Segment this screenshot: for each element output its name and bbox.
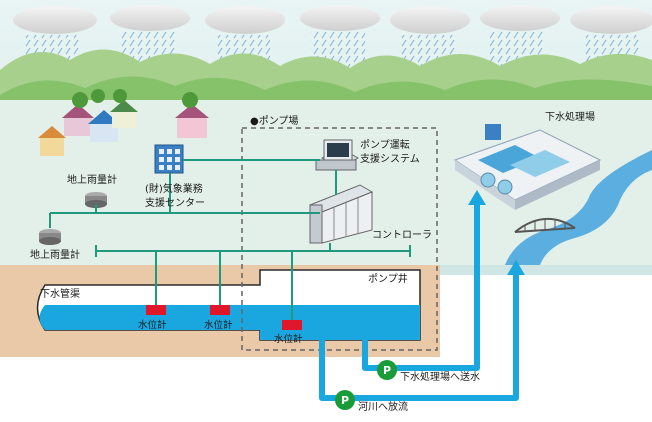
pump-icon-treatment — [377, 360, 397, 380]
weather-center-building — [154, 144, 184, 174]
pump-icon-river — [335, 390, 355, 410]
sewer-pipe-label: 下水管渠 — [40, 289, 80, 300]
water-level-gauge-2 — [210, 305, 230, 315]
treatment-plant — [453, 124, 602, 210]
pump-station-label: ●ポンプ場 — [250, 116, 299, 127]
signal-lines — [49, 159, 411, 320]
discharge-pipes — [319, 205, 519, 401]
rain-gauge-label-top: 地上雨量計 — [67, 175, 117, 186]
treatment-plant-label: 下水処理場 — [545, 112, 595, 123]
clouds — [13, 5, 652, 34]
pump-well-label: ポンプ井 — [368, 274, 408, 285]
weather-center-label-2: 支援センター — [145, 198, 205, 209]
bridge — [514, 217, 576, 233]
to-treatment-label: 下水処理場へ送水 — [400, 372, 480, 383]
houses — [38, 89, 209, 156]
rain-gauge-label-bottom: 地上雨量計 — [30, 250, 80, 261]
controller-label: コントローラ — [372, 230, 432, 241]
arrow-to-river — [507, 260, 525, 275]
river — [505, 150, 652, 265]
pump-symbol-2: P — [341, 394, 349, 407]
controller-cabinet — [308, 184, 374, 244]
level-gauge-label-1: 水位計 — [138, 320, 167, 331]
arrow-to-treatment — [468, 190, 486, 205]
pump-symbol-1: P — [383, 364, 391, 377]
rain-gauge-icon-2 — [39, 229, 61, 245]
water-level-gauge-3 — [282, 320, 302, 330]
weather-center-label-1: (財)気象業務 — [145, 184, 203, 195]
level-gauge-label-2: 水位計 — [204, 320, 233, 331]
pump-system-label-1: ポンプ運転 — [360, 140, 410, 151]
level-gauge-label-3: 水位計 — [274, 334, 303, 345]
computer-icon — [315, 139, 360, 171]
pump-station-boundary — [241, 127, 438, 351]
water-level-gauge-1 — [146, 305, 166, 315]
pump-system-label-2: 支援システム — [360, 154, 420, 165]
to-river-label: 河川へ放流 — [358, 402, 408, 413]
